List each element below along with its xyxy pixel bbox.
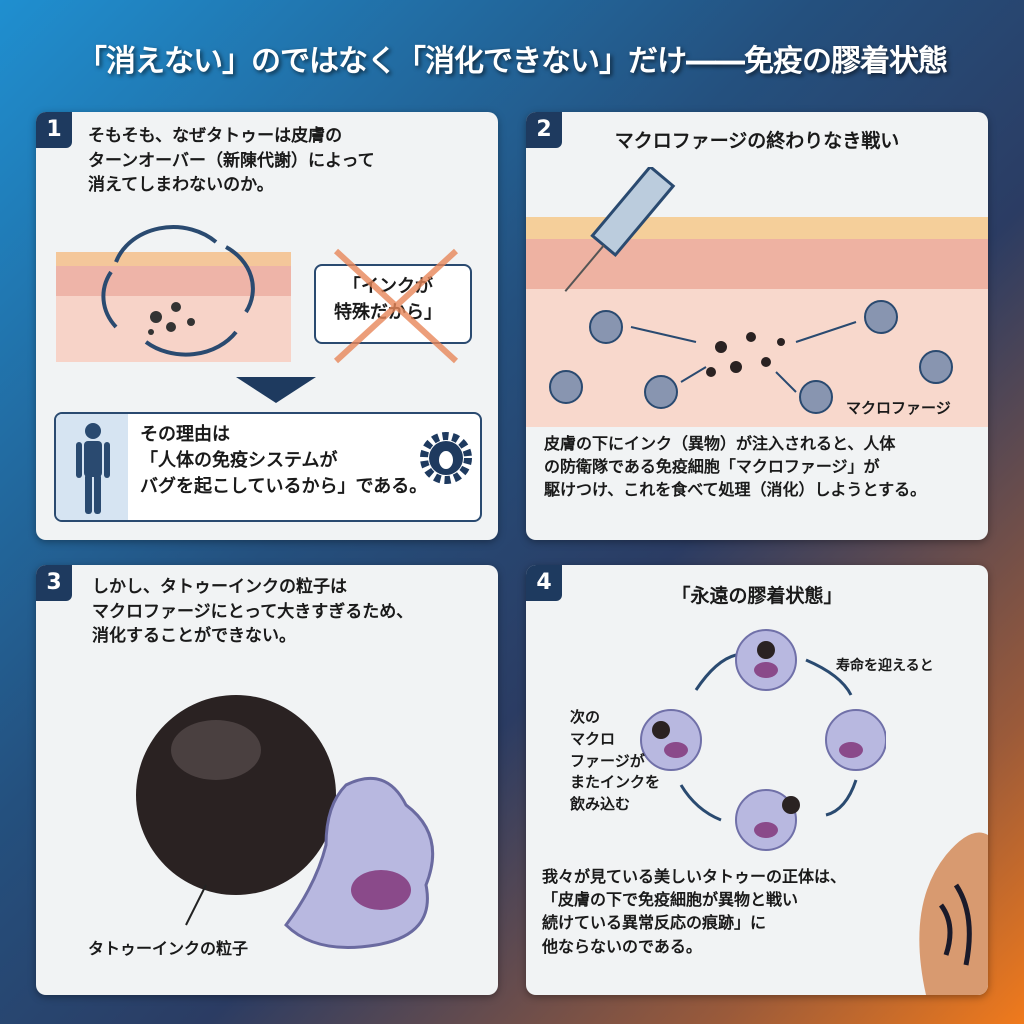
line: 他ならないのである。 — [542, 936, 702, 956]
line: 駆けつけ、これを食べて処理（消化）しようとする。 — [544, 480, 927, 500]
panel-4: 4 「永遠の膠着状態」 寿命を迎えると 次の マクロ ファージが またインクを … — [526, 565, 988, 995]
panel-2-heading: マクロファージの終わりなき戦い — [614, 130, 900, 152]
line: 消化することができない。 — [92, 626, 296, 647]
panel-1-text: そもそも、なぜタトゥーは皮膚の ターンオーバー（新陳代謝）によって 消えてしまわ… — [88, 124, 375, 198]
panel-1: 1 そもそも、なぜタトゥーは皮膚の ターンオーバー（新陳代謝）によって 消えてし… — [36, 112, 498, 540]
panel-3-text: しかし、タトゥーインクの粒子は マクロファージにとって大きすぎるため、 消化する… — [92, 575, 413, 649]
panel-2-text: 皮膚の下にインク（異物）が注入されると、人体 の防衛隊である免疫細胞「マクロファ… — [544, 432, 926, 502]
cycle-illustration — [640, 629, 886, 851]
tattooed-arm-illustration — [919, 832, 988, 995]
line: 「人体の免疫システムが — [140, 450, 338, 472]
ink-particle-vs-macrophage-illustration — [136, 695, 435, 949]
step-number: 2 — [526, 112, 562, 148]
human-body-icon — [76, 423, 110, 514]
line: 「皮膚の下で免疫細胞が異物と戦い — [542, 890, 799, 910]
step-number: 3 — [36, 565, 72, 601]
line: またインクを — [570, 773, 661, 792]
particle-label: タトゥーインクの粒子 — [88, 939, 249, 958]
line: その理由は — [140, 424, 230, 445]
myth-bubble: 「インクが 特殊だから」 — [314, 248, 472, 364]
line: バグを起こしているから」である。 — [140, 476, 428, 498]
lifespan-label: 寿命を迎えると — [836, 658, 934, 674]
line: そもそも、なぜタトゥーは皮膚の — [88, 126, 343, 146]
line: 我々が見ている美しいタトゥーの正体は、 — [542, 867, 847, 886]
skin-turnover-illustration — [56, 225, 291, 362]
panel-4-text: 我々が見ている美しいタトゥーの正体は、 「皮膚の下で免疫細胞が異物と戦い 続けて… — [542, 865, 846, 958]
panel-3: 3 しかし、タトゥーインクの粒子は マクロファージにとって大きすぎるため、 消化… — [36, 565, 498, 995]
next-macrophage-label: 次の マクロ ファージが またインクを 飲み込む — [570, 707, 660, 816]
line: ターンオーバー（新陳代謝）によって — [88, 150, 375, 171]
macrophage-label: マクロファージ — [846, 399, 951, 417]
line: ファージが — [570, 751, 645, 770]
panel-2: 2 マクロファージの終わりなき戦い マクロファージ 皮膚の下にインク（異物）が注… — [526, 112, 988, 540]
bug-gear-icon — [420, 432, 472, 484]
step-number: 1 — [36, 112, 72, 148]
down-arrow-icon — [236, 377, 316, 403]
macrophage-attack-illustration — [526, 167, 988, 427]
line: 皮膚の下にインク（異物）が注入されると、人体 — [544, 434, 896, 453]
line: しかし、タトゥーインクの粒子は — [92, 577, 347, 597]
line: マクロファージにとって大きすぎるため、 — [92, 601, 414, 622]
line: の防衛隊である免疫細胞「マクロファージ」が — [544, 457, 880, 477]
line: 次の — [570, 708, 601, 726]
line: 消えてしまわないのか。 — [88, 175, 274, 196]
line: 飲み込む — [570, 795, 631, 813]
reason-box: その理由は 「人体の免疫システムが バグを起こしているから」である。 — [54, 412, 482, 522]
line: 続けている異常反応の痕跡」に — [542, 913, 767, 933]
line: マクロ — [570, 729, 616, 748]
page-title: 「消えない」のではなく「消化できない」だけ――免疫の膠着状態 — [77, 44, 948, 79]
cross-icon — [333, 248, 459, 364]
step-number: 4 — [526, 565, 562, 601]
panel-4-heading: 「永遠の膠着状態」 — [671, 585, 843, 607]
